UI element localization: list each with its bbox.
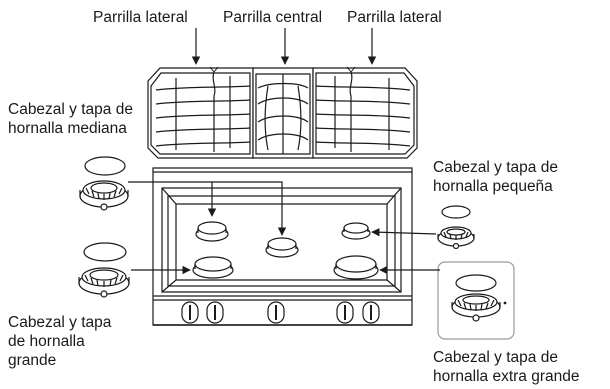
burner-xlarge-installed [333, 255, 379, 280]
small-burner-label-line2: hornalla pequeña [433, 178, 553, 195]
knob [267, 301, 285, 324]
small-burner-label-line1: Cabezal y tapa de [433, 159, 558, 176]
arrow-small [371, 228, 437, 237]
small-burner-parts [437, 205, 475, 250]
knob [336, 301, 354, 324]
extra-large-burner-parts [451, 274, 507, 322]
large-burner-parts [78, 242, 130, 298]
burner-medium-installed [195, 221, 229, 242]
medium-burner-label: Cabezal y tapa de hornalla mediana [8, 100, 133, 138]
medium-burner-parts [79, 156, 129, 211]
right-grate-label: Parrilla lateral [347, 9, 442, 26]
arrow-medium-to-center [212, 181, 287, 236]
knob [362, 301, 380, 324]
medium-burner-label-line1: Cabezal y tapa de [8, 101, 133, 118]
large-burner-label-line2: de hornalla [8, 333, 85, 350]
extra-large-burner-label: Cabezal y tapa de hornalla extra grande [433, 348, 580, 386]
control-knobs [181, 301, 380, 324]
large-burner-label-line3: grande [8, 352, 57, 369]
leader-lines [128, 181, 440, 275]
center-grate-label: Parrilla central [223, 9, 323, 26]
left-grate-label: Parrilla lateral [93, 9, 188, 26]
large-burner-label-line1: Cabezal y tapa [8, 314, 112, 331]
cooktop-burners [192, 221, 379, 280]
burner-large-installed [192, 256, 234, 279]
grates-assembly [147, 66, 418, 159]
knob [181, 301, 199, 324]
burner-small-installed [341, 222, 371, 240]
burner-center-installed [265, 237, 299, 258]
small-burner-label: Cabezal y tapa de hornalla pequeña [433, 158, 558, 196]
center-grate [252, 67, 314, 159]
large-burner-label: Cabezal y tapa de hornalla grande [8, 313, 111, 370]
left-grate [147, 66, 254, 159]
medium-burner-label-line2: hornalla mediana [8, 120, 127, 137]
knob [206, 301, 224, 324]
extra-large-burner-label-line2: hornalla extra grande [433, 368, 580, 385]
extra-large-burner-label-line1: Cabezal y tapa de [433, 349, 558, 366]
right-grate [312, 66, 418, 159]
